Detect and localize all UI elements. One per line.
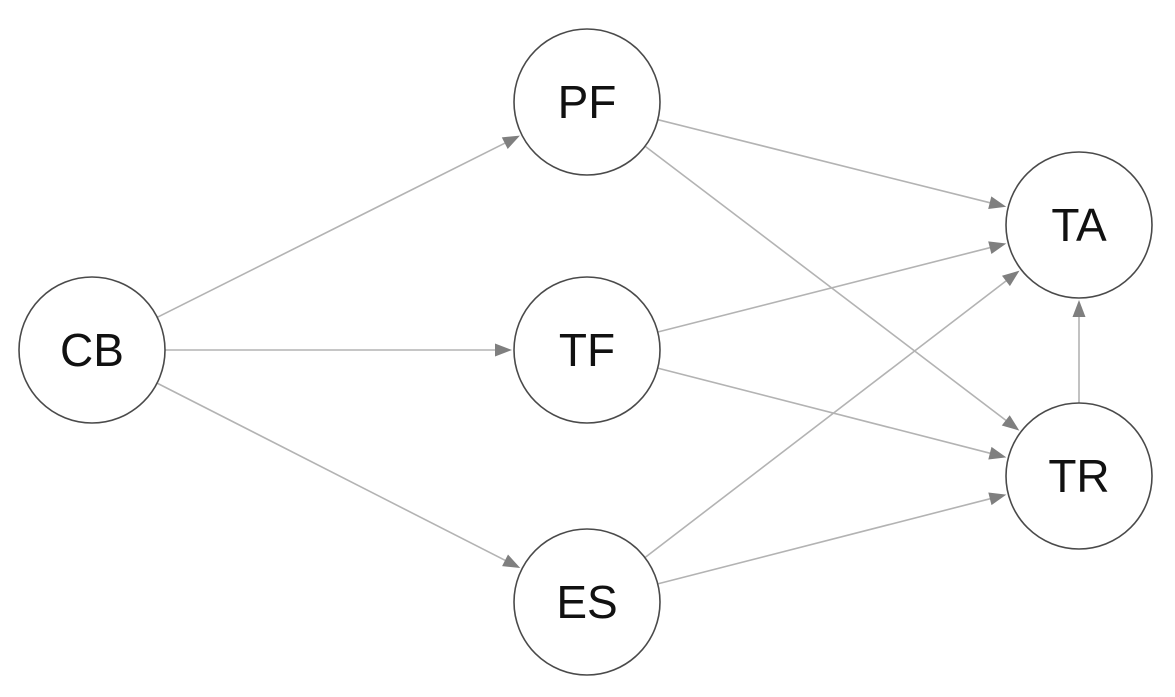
edge-tf-to-ta: [657, 241, 1007, 333]
edge-line: [657, 367, 992, 455]
edge-line: [657, 118, 992, 204]
node-ta: TA: [1005, 151, 1153, 299]
node-tr: TR: [1005, 402, 1153, 550]
node-es-label: ES: [556, 576, 617, 628]
arrowhead-icon: [988, 196, 1007, 209]
edge-cb-to-pf: [156, 135, 520, 319]
edge-pf-to-tr: [644, 145, 1020, 431]
edge-cb-to-tf: [165, 343, 512, 357]
edge-line: [644, 279, 1009, 559]
node-es-circle: [513, 528, 661, 676]
edge-es-to-tr: [657, 492, 1007, 585]
node-es: ES: [513, 528, 661, 676]
edge-pf-to-ta: [657, 118, 1007, 209]
edge-line: [156, 382, 508, 562]
arrowhead-icon: [495, 343, 512, 357]
node-cb: CB: [18, 276, 166, 424]
node-tf-label: TF: [559, 324, 615, 376]
edges-layer: [156, 118, 1086, 585]
node-tf: TF: [513, 276, 661, 424]
edge-tf-to-tr: [657, 367, 1007, 460]
node-tr-circle: [1005, 402, 1153, 550]
arrowhead-icon: [502, 554, 521, 568]
node-cb-circle: [18, 276, 166, 424]
arrowhead-icon: [1072, 300, 1086, 317]
arrowhead-icon: [988, 446, 1007, 460]
edge-tr-to-ta: [1072, 300, 1086, 403]
node-pf-label: PF: [558, 76, 617, 128]
edge-line: [657, 246, 992, 333]
arrowhead-icon: [988, 492, 1007, 506]
edge-line: [156, 141, 507, 319]
edge-line: [644, 145, 1008, 423]
node-tf-circle: [513, 276, 661, 424]
arrowhead-icon: [988, 241, 1007, 254]
node-ta-circle: [1005, 151, 1153, 299]
node-cb-label: CB: [60, 324, 124, 376]
node-pf-circle: [513, 28, 661, 176]
node-ta-label: TA: [1051, 199, 1107, 251]
arrowhead-icon: [1001, 415, 1020, 431]
node-tr-label: TR: [1048, 450, 1109, 502]
edge-es-to-ta: [644, 270, 1020, 559]
edge-cb-to-es: [156, 382, 521, 568]
arrowhead-icon: [1002, 270, 1020, 287]
node-pf: PF: [513, 28, 661, 176]
arrowhead-icon: [501, 135, 520, 149]
edge-line: [657, 497, 992, 585]
nodes-layer: CB PF TF ES TA TR: [18, 28, 1153, 676]
